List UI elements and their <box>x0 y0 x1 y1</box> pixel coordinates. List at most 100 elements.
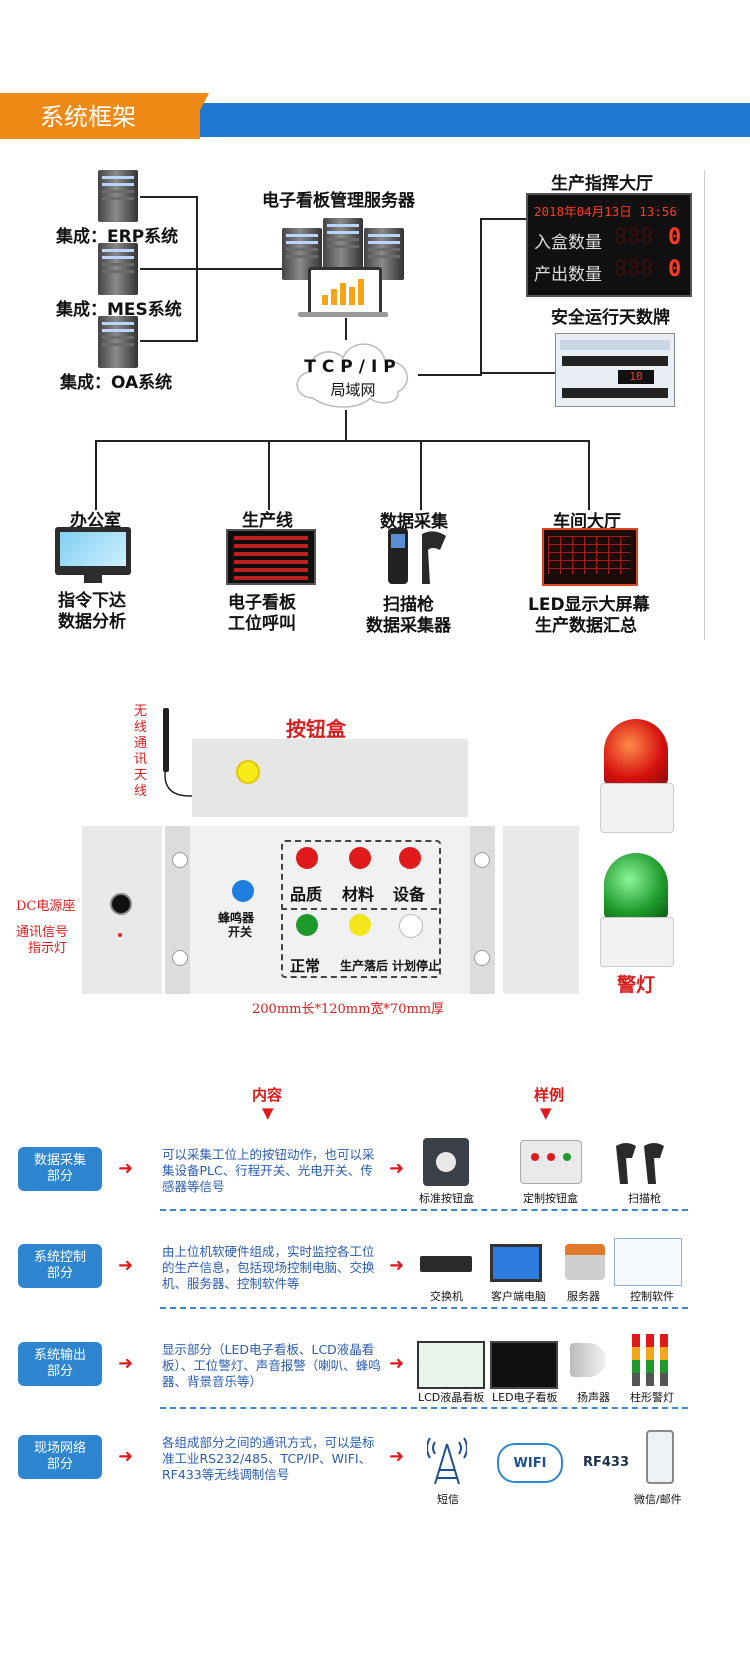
safety-board-label: 安全运行天数牌 <box>551 308 670 328</box>
mount-hole <box>474 852 490 868</box>
header-bar-blue <box>200 103 750 137</box>
red-warning-light-icon <box>604 719 668 785</box>
section-title: 系统框架 <box>40 103 136 131</box>
button-quality[interactable] <box>296 847 318 869</box>
server-icon <box>565 1244 605 1280</box>
node-collect-title: 数据采集 <box>380 512 448 532</box>
tower-light-icon <box>632 1334 640 1386</box>
button-box-title: 按钮盒 <box>286 717 346 741</box>
safety-days-value: 10 <box>618 370 654 384</box>
buzzer-label-line1: 蜂鸣器 <box>218 911 255 925</box>
led-date: 2018年04月13日 13:56 <box>534 204 677 219</box>
arrow-icon: ➜ <box>389 1446 405 1467</box>
example-header: 样例 <box>534 1086 565 1104</box>
antenna-tower-icon <box>427 1437 467 1485</box>
item-caption: 服务器 <box>567 1290 600 1303</box>
button-behind[interactable] <box>349 914 371 936</box>
node-collect-line2: 数据采集器 <box>366 616 451 636</box>
warning-light-base <box>600 783 674 833</box>
button-box-panel <box>190 826 470 994</box>
connector-line <box>140 196 198 198</box>
content-header-arrow: ▼ <box>262 1104 274 1122</box>
mount-hole <box>172 852 188 868</box>
client-pc-icon <box>490 1244 542 1282</box>
row-desc-network: 各组成部分之间的通讯方式，可以是标准工业RS232/485、TCP/IP、WIF… <box>162 1435 375 1482</box>
row-desc-collect: 可以采集工位上的按钮动作，也可以采集设备PLC、行程开关、光电开关、传感器等信号 <box>162 1147 375 1194</box>
connector-line <box>196 268 286 270</box>
dc-power-jack <box>110 893 132 915</box>
signal-label-line1: 通讯信号 <box>16 925 69 940</box>
button-label-plan-stop: 计划停止 <box>392 959 441 973</box>
button-material[interactable] <box>349 847 371 869</box>
connector-line <box>268 440 270 510</box>
antenna-icon <box>163 708 169 772</box>
example-header-arrow: ▼ <box>540 1104 552 1122</box>
network-protocol: TCP/IP <box>304 357 402 377</box>
button-equipment[interactable] <box>399 847 421 869</box>
node-line-line2: 工位呼叫 <box>228 614 296 634</box>
warning-light-base <box>600 917 674 967</box>
server-rack-icon <box>323 218 363 270</box>
connector-line <box>588 440 590 510</box>
connector-line <box>420 440 422 510</box>
buzzer-switch-button[interactable] <box>232 880 254 902</box>
rf433-label: RF433 <box>583 1455 630 1470</box>
dc-power-label: DC电源座 <box>16 899 76 914</box>
connector-line <box>95 440 97 510</box>
mes-server-icon <box>98 243 138 295</box>
safety-board-header <box>560 340 670 350</box>
speaker-icon <box>570 1343 606 1377</box>
item-caption: 微信/邮件 <box>634 1493 682 1506</box>
scanner-icon <box>616 1143 664 1184</box>
mount-hole <box>172 950 188 966</box>
tower-light-icon <box>646 1334 654 1386</box>
connector-line <box>140 268 198 270</box>
header-bar-orange <box>0 93 200 139</box>
mes-label: 集成：MES系统 <box>56 300 182 320</box>
wifi-cloud-icon: WIFI <box>497 1443 563 1483</box>
tower-light-icon <box>660 1334 668 1386</box>
signal-label-line2: 指示灯 <box>28 941 68 956</box>
laptop-chart-icon <box>308 267 382 315</box>
network-cloud-icon <box>296 343 409 408</box>
node-hall-title: 车间大厅 <box>553 512 621 532</box>
lcd-board-icon <box>417 1341 485 1389</box>
phone-icon <box>646 1430 674 1484</box>
box-side-right <box>503 826 579 994</box>
row-label-network: 现场网络部分 <box>18 1435 102 1479</box>
item-caption: 客户端电脑 <box>491 1290 546 1303</box>
led-row1-label: 入盒数量 <box>534 233 602 253</box>
connector-line <box>345 318 347 340</box>
item-caption: 扫描枪 <box>628 1192 661 1205</box>
arrow-icon: ➜ <box>389 1255 405 1276</box>
button-plan-stop[interactable] <box>399 914 423 938</box>
divider-line <box>704 170 705 640</box>
oa-label: 集成：OA系统 <box>60 373 173 393</box>
button-normal[interactable] <box>296 914 318 936</box>
node-line-line1: 电子看板 <box>228 593 296 613</box>
button-label-material: 材料 <box>342 885 375 904</box>
arrow-icon: ➜ <box>389 1158 405 1179</box>
node-office-line1: 指令下达 <box>58 591 126 611</box>
connector-line <box>480 372 560 374</box>
node-collect-line1: 扫描枪 <box>383 595 434 615</box>
item-caption: 短信 <box>437 1493 459 1506</box>
signal-led <box>118 933 122 937</box>
barcode-scanner-icon <box>422 531 446 584</box>
item-caption: 交换机 <box>430 1290 463 1303</box>
button-group-divider <box>281 908 437 910</box>
mount-hole <box>474 950 490 966</box>
button-label-equipment: 设备 <box>393 885 426 904</box>
green-warning-light-icon <box>604 853 668 919</box>
standard-button-box-icon <box>423 1138 469 1186</box>
node-hall-line1: LED显示大屏幕 <box>528 595 650 615</box>
arrow-icon: ➜ <box>118 1255 134 1276</box>
connector-line <box>345 410 347 440</box>
button-label-behind: 生产落后 <box>340 959 389 973</box>
hall-led-screen <box>542 528 638 586</box>
warning-light-label: 警灯 <box>617 974 656 996</box>
node-line-title: 生产线 <box>242 511 293 531</box>
monitor-stand <box>84 575 102 583</box>
node-office-line2: 数据分析 <box>58 612 126 632</box>
custom-button-box-icon <box>520 1140 582 1184</box>
